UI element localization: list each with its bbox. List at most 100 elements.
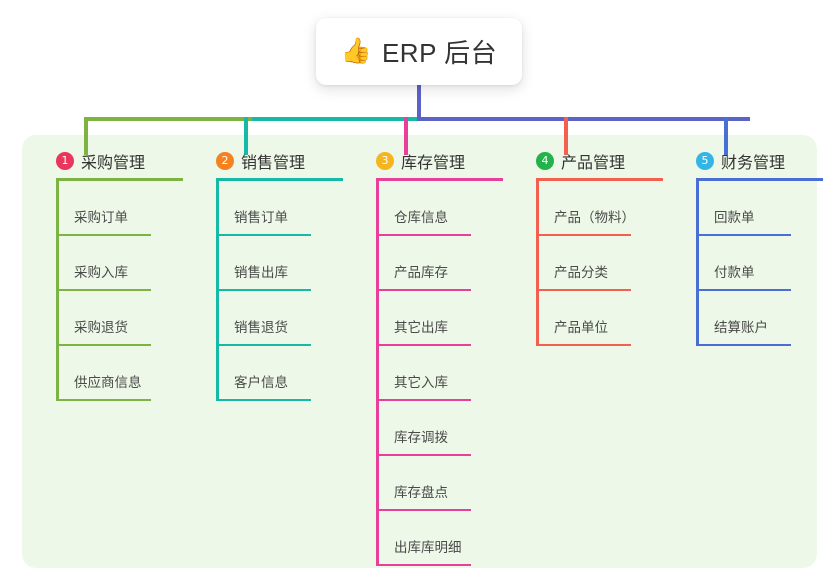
column-header-rule: [376, 178, 503, 181]
menu-item[interactable]: 产品单位: [536, 291, 678, 346]
column-items: 产品（物料） 产品分类产品单位: [536, 181, 678, 346]
column-header-rule: [536, 178, 663, 181]
menu-item-rule: [536, 289, 631, 291]
menu-item[interactable]: 销售订单: [216, 181, 358, 236]
menu-item[interactable]: 仓库信息: [376, 181, 518, 236]
menu-item-label: 销售退货: [234, 320, 288, 335]
column-财务管理: 5 财务管理回款单付款单结算账户: [678, 144, 838, 346]
bus-segment-2: [252, 117, 419, 121]
menu-item-label: 出库库明细: [394, 540, 462, 555]
column-header-rule: [696, 178, 823, 181]
menu-item-label: 产品（物料）: [554, 210, 635, 225]
drop-connector-销售管理: [244, 117, 248, 155]
column-header-财务管理[interactable]: 5 财务管理: [678, 144, 838, 178]
drop-connector-产品管理: [564, 117, 568, 155]
menu-item[interactable]: 付款单: [696, 236, 838, 291]
menu-item-rule: [536, 344, 631, 346]
menu-item-rule: [696, 234, 791, 236]
menu-item-rule: [376, 344, 471, 346]
menu-item[interactable]: 客户信息: [216, 346, 358, 401]
menu-item[interactable]: 采购入库: [56, 236, 198, 291]
menu-item[interactable]: 结算账户: [696, 291, 838, 346]
menu-item-rule: [56, 234, 151, 236]
column-title: 采购管理: [81, 155, 146, 172]
menu-item[interactable]: 采购订单: [56, 181, 198, 236]
menu-item-label: 客户信息: [234, 375, 288, 390]
column-number-badge: 4: [536, 152, 554, 170]
column-库存管理: 3 库存管理仓库信息产品库存其它出库其它入库库存调拨库存盘点出库库明细: [358, 144, 518, 566]
column-销售管理: 2 销售管理销售订单销售出库销售退货客户信息: [198, 144, 358, 401]
root-node-card[interactable]: 👍 ERP 后台: [316, 18, 522, 85]
menu-item-rule: [696, 289, 791, 291]
menu-item-label: 其它入库: [394, 375, 448, 390]
column-spine: [536, 181, 539, 346]
bus-segment-3: [417, 117, 750, 121]
diagram-panel: [22, 135, 817, 568]
menu-item-rule: [376, 399, 471, 401]
menu-item-label: 产品库存: [394, 265, 448, 280]
menu-item[interactable]: 产品（物料）: [536, 181, 678, 236]
column-spine: [376, 181, 379, 566]
menu-item-label: 产品分类: [554, 265, 608, 280]
menu-item[interactable]: 库存盘点: [376, 456, 518, 511]
menu-item[interactable]: 采购退货: [56, 291, 198, 346]
bus-segment-1: [84, 117, 252, 121]
menu-item[interactable]: 其它入库: [376, 346, 518, 401]
menu-item-label: 销售订单: [234, 210, 288, 225]
menu-item-rule: [56, 289, 151, 291]
menu-item-label: 产品单位: [554, 320, 608, 335]
column-title: 产品管理: [561, 155, 626, 172]
menu-item-label: 结算账户: [714, 320, 768, 335]
menu-item-label: 其它出库: [394, 320, 448, 335]
column-title: 库存管理: [401, 155, 466, 172]
menu-item-rule: [376, 234, 471, 236]
column-spine: [696, 181, 699, 346]
column-items: 采购订单采购入库采购退货供应商信息: [56, 181, 198, 401]
menu-item-label: 仓库信息: [394, 210, 448, 225]
column-title: 销售管理: [241, 155, 306, 172]
column-header-库存管理[interactable]: 3 库存管理: [358, 144, 518, 178]
menu-item[interactable]: 产品库存: [376, 236, 518, 291]
menu-item-rule: [56, 399, 151, 401]
menu-item[interactable]: 库存调拨: [376, 401, 518, 456]
menu-item[interactable]: 销售出库: [216, 236, 358, 291]
column-产品管理: 4 产品管理产品（物料） 产品分类产品单位: [518, 144, 678, 346]
menu-item-rule: [376, 509, 471, 511]
menu-item-label: 采购退货: [74, 320, 128, 335]
menu-item-rule: [216, 234, 311, 236]
column-title: 财务管理: [721, 155, 786, 172]
menu-item[interactable]: 产品分类: [536, 236, 678, 291]
column-number-badge: 2: [216, 152, 234, 170]
menu-item-label: 付款单: [714, 265, 755, 280]
menu-item-label: 销售出库: [234, 265, 288, 280]
menu-item-rule: [216, 399, 311, 401]
drop-connector-库存管理: [404, 117, 408, 155]
menu-item-rule: [216, 289, 311, 291]
column-header-销售管理[interactable]: 2 销售管理: [198, 144, 358, 178]
menu-item-rule: [376, 289, 471, 291]
menu-item[interactable]: 销售退货: [216, 291, 358, 346]
root-stem-connector: [417, 85, 421, 119]
menu-item[interactable]: 回款单: [696, 181, 838, 236]
menu-item-rule: [536, 234, 631, 236]
menu-item-label: 采购入库: [74, 265, 128, 280]
column-header-rule: [216, 178, 343, 181]
column-number-badge: 5: [696, 152, 714, 170]
menu-item-label: 回款单: [714, 210, 755, 225]
column-spine: [56, 181, 59, 401]
column-spine: [216, 181, 219, 401]
thumbs-up-icon: 👍: [340, 37, 372, 65]
menu-item[interactable]: 其它出库: [376, 291, 518, 346]
menu-item[interactable]: 供应商信息: [56, 346, 198, 401]
menu-item-rule: [56, 344, 151, 346]
menu-item-rule: [216, 344, 311, 346]
menu-item[interactable]: 出库库明细: [376, 511, 518, 566]
column-header-产品管理[interactable]: 4 产品管理: [518, 144, 678, 178]
column-header-rule: [56, 178, 183, 181]
menu-item-label: 库存调拨: [394, 430, 448, 445]
column-items: 销售订单销售出库销售退货客户信息: [216, 181, 358, 401]
column-number-badge: 3: [376, 152, 394, 170]
menu-item-label: 库存盘点: [394, 485, 448, 500]
